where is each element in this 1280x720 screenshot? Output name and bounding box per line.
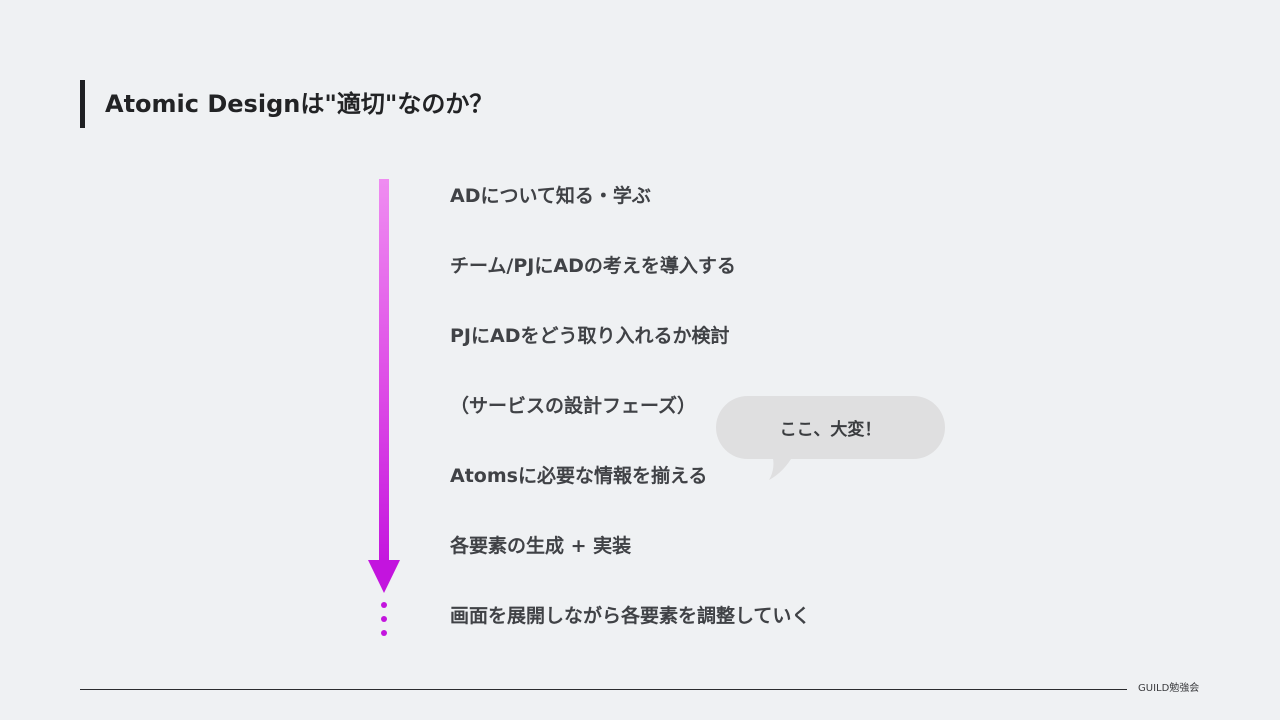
- footer-label: GUILD勉強会: [1138, 683, 1200, 694]
- continuation-dot: [381, 616, 387, 622]
- continuation-dot: [381, 602, 387, 608]
- callout-tail-icon: [769, 454, 794, 480]
- progress-arrow-shaft: [379, 179, 389, 563]
- step-adjust-elements: 画面を展開しながら各要素を調整していく: [450, 605, 811, 627]
- callout-bubble: ここ、大変！: [716, 396, 945, 459]
- step-consider-adoption: PJにADをどう取り入れるか検討: [450, 325, 730, 347]
- step-introduce-ad: チーム/PJにADの考えを導入する: [450, 255, 736, 277]
- footer-divider: [80, 689, 1127, 690]
- step-build-elements: 各要素の生成 + 実装: [450, 535, 632, 557]
- callout-text: ここ、大変！: [779, 420, 882, 440]
- continuation-dot: [381, 630, 387, 636]
- title-accent-bar: [80, 80, 85, 128]
- step-learn-ad: ADについて知る・学ぶ: [450, 185, 651, 207]
- arrow-down-icon: [368, 560, 400, 593]
- step-gather-atoms-info: Atomsに必要な情報を揃える: [450, 465, 708, 487]
- slide-title: Atomic Designは"適切"なのか？: [105, 90, 494, 118]
- step-design-phase: （サービスの設計フェーズ）: [450, 395, 697, 417]
